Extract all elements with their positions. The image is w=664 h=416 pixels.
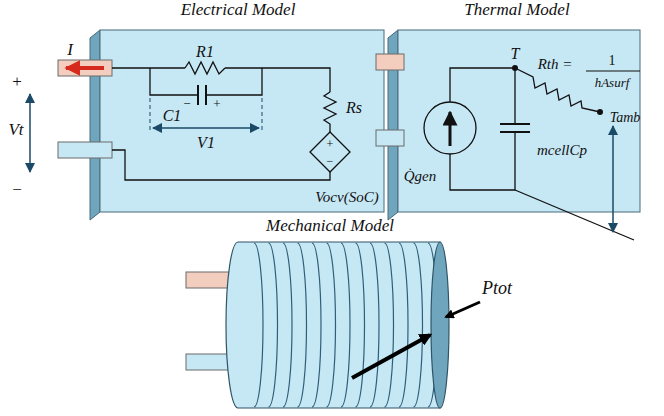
- terminal-sign: −: [12, 181, 22, 200]
- winding: [414, 243, 423, 407]
- model-panel: Mechanical Model: [180, 216, 480, 412]
- block-side: [90, 30, 100, 220]
- resistor-symbol: [324, 92, 336, 132]
- component-label: mcellCp: [537, 142, 587, 159]
- winding: [254, 243, 263, 407]
- heat-label: Q̇gen: [404, 168, 437, 185]
- current-arrow: [66, 66, 104, 70]
- block-face: [100, 30, 384, 212]
- fraction-denominator: hAsurf: [595, 76, 630, 90]
- winding: [298, 243, 307, 407]
- polarity-sign: +: [327, 138, 334, 151]
- voltage-source-symbol: [310, 132, 350, 172]
- node-dot: [597, 109, 603, 115]
- voltage-arrow: [29, 94, 31, 172]
- negative-terminal: [58, 142, 112, 158]
- source-arrow: [449, 112, 452, 146]
- cell-end-cap: [431, 242, 449, 408]
- ground-line: [515, 190, 634, 240]
- dashed-leader: [150, 98, 151, 132]
- positive-terminal: [58, 60, 112, 76]
- fraction-numerator: 1: [609, 53, 616, 68]
- winding: [385, 243, 394, 407]
- wire: [112, 67, 185, 68]
- electrical-block: [30, 30, 384, 220]
- wire: [150, 68, 198, 95]
- temperature-arrow: [612, 126, 614, 232]
- winding: [269, 243, 278, 407]
- component-label: Rth =: [538, 56, 573, 73]
- wire: [225, 68, 330, 92]
- voltage-label: V1: [197, 134, 215, 152]
- capacitor-plate: [197, 85, 199, 105]
- polarity-sign: +: [213, 97, 220, 111]
- winding: [341, 243, 350, 407]
- component-label: C1: [163, 107, 182, 125]
- terminal-sign: +: [12, 73, 22, 92]
- winding: [312, 243, 321, 407]
- dashed-leader: [262, 98, 263, 132]
- dashed-leaders: [150, 98, 262, 132]
- panel-title: Electrical Model: [88, 0, 388, 20]
- resistor-symbol: [515, 68, 600, 112]
- fraction-bar: [586, 71, 640, 72]
- source-label: Vocv(SoC): [315, 189, 378, 206]
- winding-pattern: [254, 243, 437, 407]
- pressure-label: Ptot: [482, 279, 512, 299]
- voltage-arrow: [153, 127, 259, 129]
- resistor-symbol: [185, 62, 225, 74]
- pressure-arrow: [446, 302, 480, 317]
- winding: [283, 243, 292, 407]
- node-dot: [512, 65, 518, 71]
- component-label: R1: [196, 43, 214, 61]
- node-label: Tamb: [610, 110, 641, 125]
- winding: [370, 243, 379, 407]
- wire: [206, 68, 262, 95]
- model-panel: Electrical Model: [88, 0, 388, 222]
- winding: [399, 243, 408, 407]
- current-source-symbol: [424, 102, 476, 154]
- panel-title: Thermal Model: [386, 0, 648, 20]
- negative-terminal: [376, 130, 404, 146]
- thermal-wires: [450, 68, 640, 240]
- mechanical-cell: [186, 242, 480, 408]
- capacitor-plate: [500, 123, 530, 125]
- polarity-sign: −: [327, 155, 334, 168]
- pressure-arrow: [352, 335, 430, 378]
- model-panel: Thermal Model: [386, 0, 648, 222]
- cell-body: [226, 242, 440, 408]
- block-face: [398, 30, 640, 212]
- current-label: I: [67, 41, 73, 60]
- voltage-label: Vt: [8, 121, 23, 140]
- electrical-wires: [112, 62, 350, 180]
- winding: [356, 243, 365, 407]
- wire: [112, 150, 330, 180]
- thermal-block: [376, 30, 640, 240]
- polarity-sign: −: [183, 97, 190, 111]
- winding: [327, 243, 336, 407]
- node-label: T: [511, 45, 520, 63]
- component-label: Rs: [346, 99, 362, 117]
- positive-terminal: [376, 54, 404, 70]
- panel-title: Mechanical Model: [180, 216, 480, 236]
